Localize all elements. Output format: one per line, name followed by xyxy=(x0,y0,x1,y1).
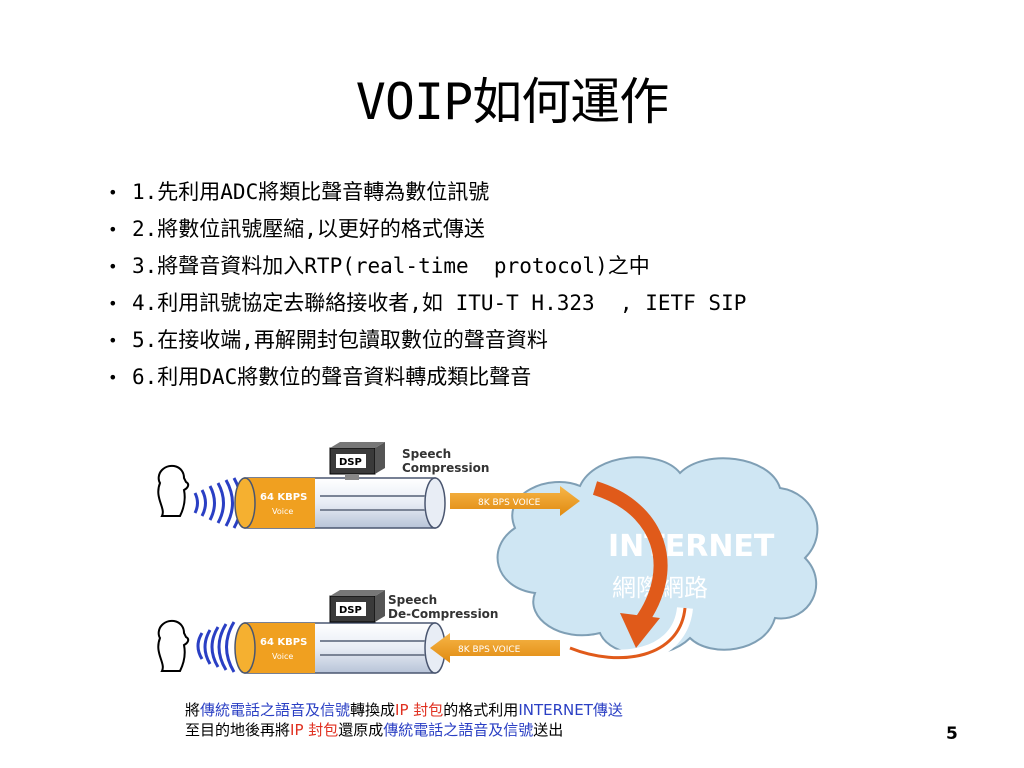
down-curve-arrow xyxy=(592,481,668,628)
diagram-caption: 將傳統電話之語音及信號轉換成IP 封包的格式利用INTERNET傳送 至目的地後… xyxy=(185,700,623,740)
caption-highlight: 傳統電話之語音及信號 xyxy=(383,721,534,739)
bottom-arrow xyxy=(430,633,560,663)
bullet-text: 5.在接收端,再解開封包讀取數位的聲音資料 xyxy=(132,328,548,352)
caption-text: 至目的地後再將 xyxy=(185,721,291,739)
bullet-item: • 3.將聲音資料加入RTP(real-time protocol)之中 xyxy=(108,248,968,285)
listener-head-icon xyxy=(157,619,190,672)
bullet-text: 2.將數位訊號壓縮,以更好的格式傳送 xyxy=(132,217,485,241)
bullet-item: • 5.在接收端,再解開封包讀取數位的聲音資料 xyxy=(108,322,968,359)
caption-line-1: 將傳統電話之語音及信號轉換成IP 封包的格式利用INTERNET傳送 xyxy=(185,700,623,720)
bullet-item: • 1.先利用ADC將類比聲音轉為數位訊號 xyxy=(108,174,968,211)
caption-line-2: 至目的地後再將IP 封包還原成傳統電話之語音及信號送出 xyxy=(185,720,623,740)
caption-text: 轉換成 xyxy=(350,701,396,719)
incoming-wave-icon xyxy=(196,621,236,673)
bottom-dsp-label: DSP xyxy=(339,605,362,616)
slide-title: VOIP如何運作 xyxy=(355,73,669,131)
caption-text: 送出 xyxy=(533,721,564,739)
bullet-list: • 1.先利用ADC將類比聲音轉為數位訊號 • 2.將數位訊號壓縮,以更好的格式傳送… xyxy=(108,174,968,396)
caption-text: 還原成 xyxy=(338,721,384,739)
bullet-dot-icon: • xyxy=(108,257,118,276)
caption-highlight-red: IP 封包 xyxy=(395,701,444,719)
bullet-item: • 2.將數位訊號壓縮,以更好的格式傳送 xyxy=(108,211,968,248)
caption-text: 將 xyxy=(185,701,201,719)
bottom-caption-2: De-Compression xyxy=(388,607,498,621)
cloud-title: INTERNET xyxy=(608,529,775,564)
top-pipe-end xyxy=(424,477,446,529)
caption-highlight: INTERNET傳送 xyxy=(518,701,623,719)
top-dsp-label: DSP xyxy=(339,457,362,468)
sound-wave-icon xyxy=(193,477,243,529)
caption-text: 的格式利用 xyxy=(443,701,519,719)
bottom-arrow-label: 8K BPS VOICE xyxy=(458,645,521,655)
down-curve-arrowhead xyxy=(620,613,660,648)
bullet-text: 6.利用DAC將數位的聲音資料轉成類比聲音 xyxy=(132,365,532,389)
bullet-text: 3.將聲音資料加入RTP(real-time protocol)之中 xyxy=(132,254,650,278)
bullet-dot-icon: • xyxy=(108,294,118,313)
voip-diagram: INTERNET 網際網路 64 KBPS Voice DSP Speech C… xyxy=(157,442,819,674)
top-arrow xyxy=(450,486,580,516)
speaker-head-icon xyxy=(157,464,190,517)
bullet-text: 1.先利用ADC將類比聲音轉為數位訊號 xyxy=(132,180,490,204)
bottom-pipe-sub: Voice xyxy=(272,652,293,661)
bullet-dot-icon: • xyxy=(108,220,118,239)
top-pipe-rate: 64 KBPS xyxy=(260,492,307,503)
top-caption-1: Speech xyxy=(402,447,451,461)
caption-highlight: 傳統電話之語音及信號 xyxy=(200,701,351,719)
top-pipe-sub: Voice xyxy=(272,507,293,516)
bullet-text: 4.利用訊號協定去聯絡接收者,如 ITU-T H.323 , IETF SIP xyxy=(132,291,747,315)
bullet-dot-icon: • xyxy=(108,368,118,387)
top-caption-2: Compression xyxy=(402,461,489,475)
bullet-item: • 4.利用訊號協定去聯絡接收者,如 ITU-T H.323 , IETF SIP xyxy=(108,285,968,322)
bottom-caption-1: Speech xyxy=(388,593,437,607)
caption-highlight-red: IP 封包 xyxy=(290,721,339,739)
page-number: 5 xyxy=(946,724,958,744)
bottom-pipe-rate: 64 KBPS xyxy=(260,637,307,648)
bullet-dot-icon: • xyxy=(108,331,118,350)
top-arrow-label: 8K BPS VOICE xyxy=(478,498,541,508)
bullet-dot-icon: • xyxy=(108,183,118,202)
bullet-item: • 6.利用DAC將數位的聲音資料轉成類比聲音 xyxy=(108,359,968,396)
